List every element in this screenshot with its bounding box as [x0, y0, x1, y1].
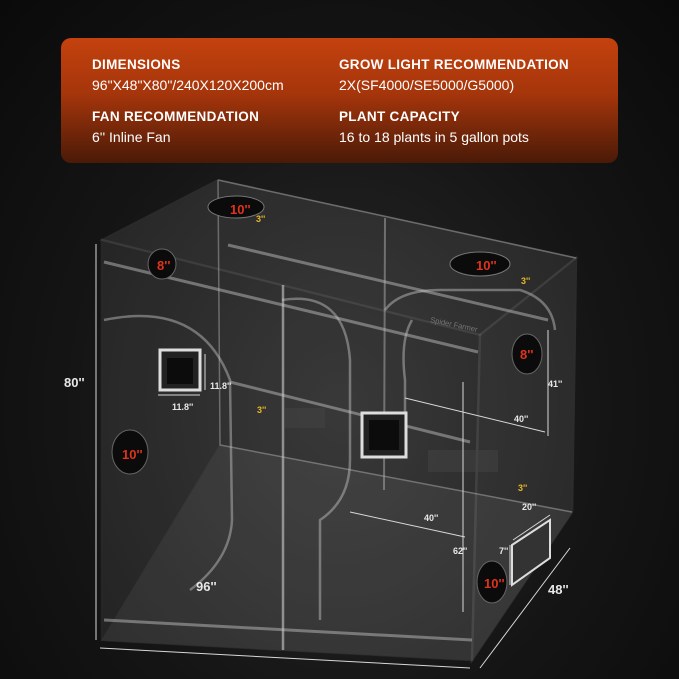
small-width-label: 20''	[522, 502, 536, 512]
side-height-label: 41''	[548, 379, 562, 389]
spec-capacity-value: 16 to 18 plants in 5 gallon pots	[339, 129, 529, 145]
spec-dimensions-title: DIMENSIONS	[92, 57, 181, 72]
spec-fan-title: FAN RECOMMENDATION	[92, 109, 260, 124]
tent-front	[100, 238, 482, 662]
side-window-left-inner	[167, 358, 193, 384]
spec-fan: FAN RECOMMENDATION 6'' Inline Fan	[92, 109, 259, 145]
door-height-label: 62''	[453, 546, 467, 556]
door-width-label: 40''	[424, 513, 438, 523]
tent-top	[99, 178, 579, 337]
spec-fan-value: 6'' Inline Fan	[92, 129, 171, 145]
window-width-label: 11.8''	[172, 402, 193, 412]
height-label: 80''	[64, 375, 85, 390]
vent-label-a: 3''	[256, 214, 265, 224]
vent-label-b: 3''	[521, 276, 530, 286]
spec-capacity-title: PLANT CAPACITY	[339, 109, 460, 124]
tent-floor	[100, 444, 574, 661]
port-right-upper	[511, 333, 543, 375]
side-floor-vent	[511, 518, 551, 587]
dimension-lines	[95, 244, 571, 669]
vent-label-c: 3''	[257, 405, 266, 415]
spec-grow-light-value: 2X(SF4000/SE5000/G5000)	[339, 77, 515, 93]
spec-dimensions-value: 96"X48"X80"/240X120X200cm	[92, 77, 284, 93]
back-window-inner	[369, 420, 399, 450]
spec-grow-light-title: GROW LIGHT RECOMMENDATION	[339, 57, 569, 72]
door-zipper-arcs	[103, 288, 557, 620]
port-left-upper	[147, 248, 177, 280]
small-height-label: 7''	[499, 546, 508, 556]
spec-grow-light: GROW LIGHT RECOMMENDATION 2X(SF4000/SE50…	[339, 57, 569, 93]
mesh-vent-a	[285, 408, 325, 428]
depth-label: 48''	[548, 582, 569, 597]
width-label: 96''	[196, 579, 217, 594]
tent-back-frame	[217, 179, 577, 513]
port-left-upper-label: 8''	[157, 258, 170, 273]
tent-right-side	[470, 255, 578, 665]
port-top-left-label: 10''	[230, 202, 251, 217]
side-width-label: 40''	[514, 414, 528, 424]
port-top-right-label: 10''	[476, 258, 497, 273]
port-top-left	[207, 195, 265, 219]
port-left-lower-label: 10''	[122, 447, 143, 462]
spec-capacity: PLANT CAPACITY 16 to 18 plants in 5 gall…	[339, 109, 529, 145]
port-right-upper-label: 8''	[520, 347, 533, 362]
port-left-lower	[111, 429, 149, 475]
spec-panel: DIMENSIONS 96"X48"X80"/240X120X200cm FAN…	[61, 38, 618, 163]
vent-label-d: 3''	[518, 483, 527, 493]
port-right-lower-label: 10''	[484, 576, 505, 591]
port-right-lower	[476, 560, 508, 604]
window-height-label: 11.8''	[210, 381, 231, 391]
spec-dimensions: DIMENSIONS 96"X48"X80"/240X120X200cm	[92, 57, 284, 93]
port-top-right	[449, 251, 511, 277]
